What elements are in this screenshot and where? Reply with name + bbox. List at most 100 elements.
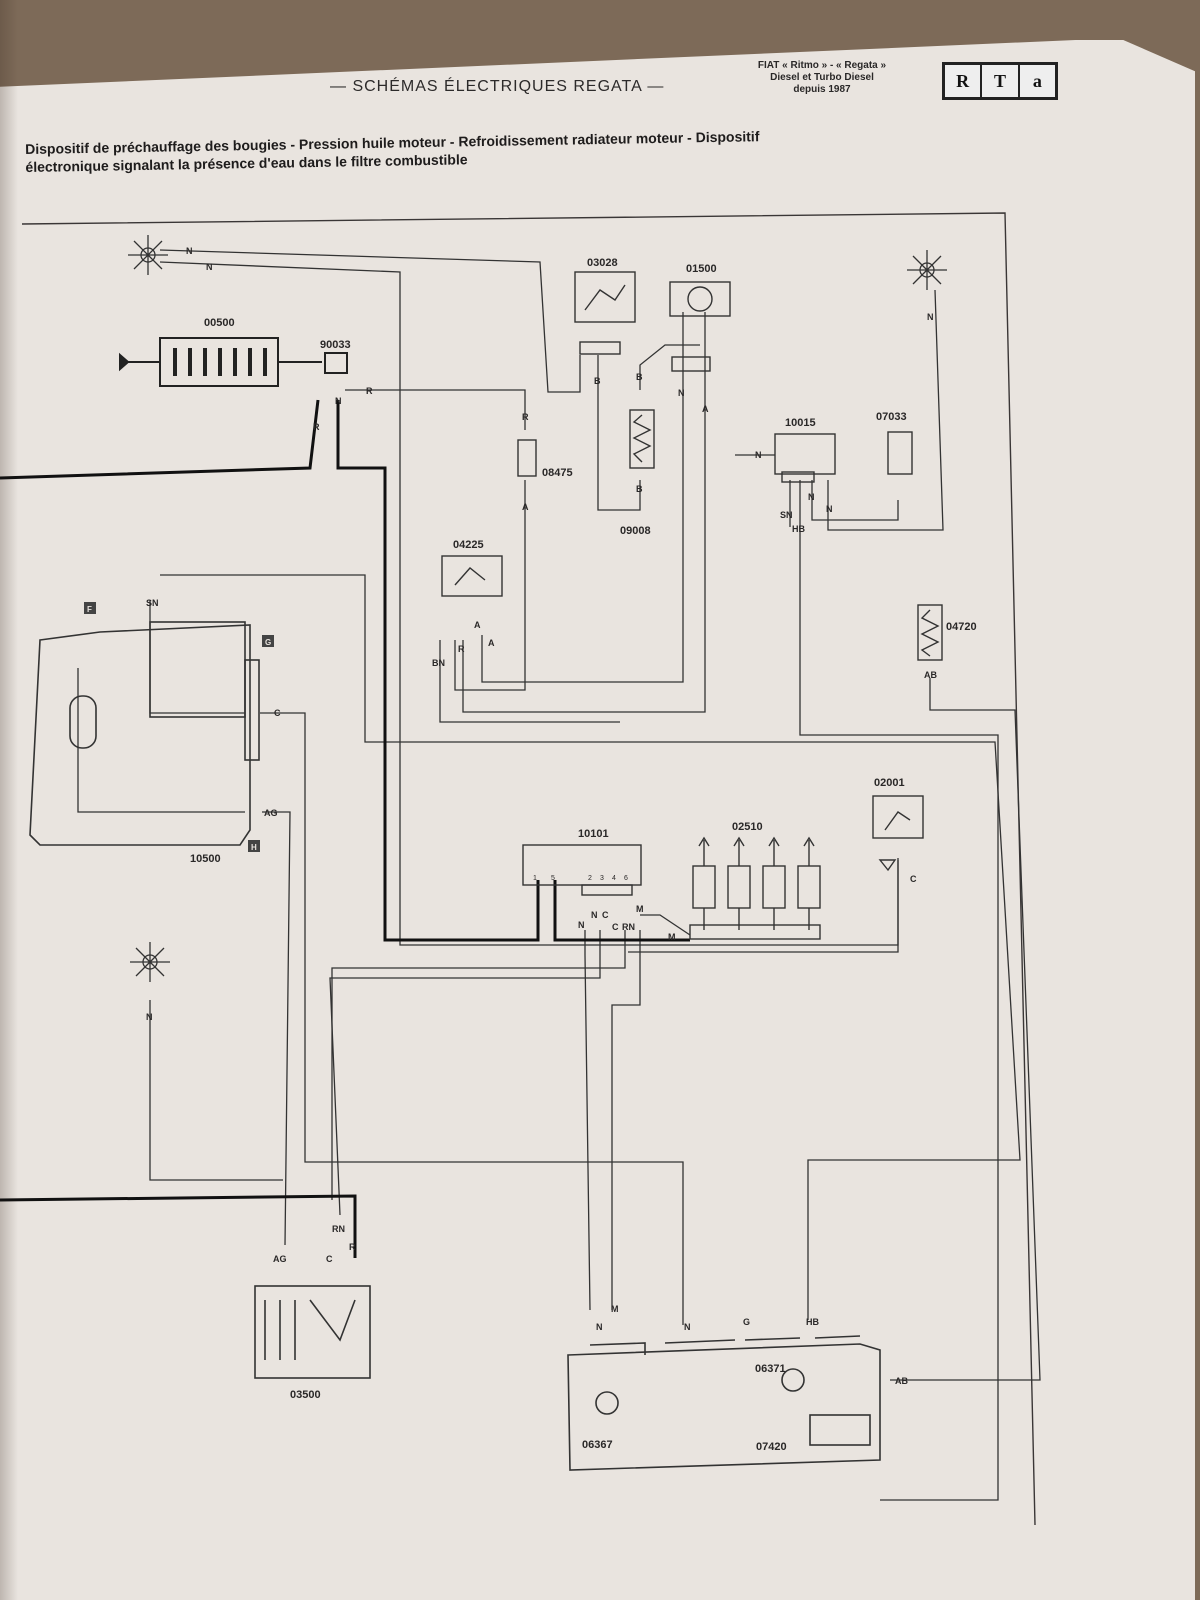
wire-label-c4: C (910, 874, 917, 884)
sensor-04720 (917, 604, 943, 661)
wire-label-c1: C (274, 708, 281, 718)
wire-label-m3: M (611, 1304, 619, 1314)
marker-letter-g: G (265, 638, 271, 647)
wire-label-m: N (335, 396, 342, 406)
wire-label-n1: N (186, 246, 193, 256)
marker-f (84, 602, 96, 614)
wire-label-b2: B (636, 372, 643, 382)
rta-logo-t: T (982, 65, 1020, 97)
pin-6: 6 (624, 875, 628, 882)
heavy-wires (0, 399, 690, 1258)
relay-04225 (441, 555, 503, 597)
wire-label-n12: N (684, 1322, 691, 1332)
resistor-09008 (629, 409, 655, 469)
label-10500: 10500 (190, 853, 221, 865)
wire-label-ab1: AB (924, 670, 937, 680)
marker-letters: F G H (87, 605, 271, 852)
wire-10500-c (260, 712, 684, 1325)
paper-page (0, 40, 1195, 1600)
wire-label-r1: R (366, 386, 373, 396)
marker-letter-f: F (87, 605, 92, 614)
wire-08475-04225 (454, 480, 526, 691)
wire-label-n9: N (591, 910, 598, 920)
wire-10101-rn (331, 930, 626, 1200)
diagram-frame (21, 212, 1036, 1526)
heavy-wire-to-10101 (336, 400, 540, 942)
battery-00500 (119, 337, 322, 387)
label-01500: 01500 (686, 263, 717, 275)
earth-bottom-left (130, 942, 170, 982)
wire-label-hb1: HB (792, 524, 805, 534)
wire-10015-hb (799, 480, 999, 1501)
wire-label-n10: N (146, 1012, 153, 1022)
label-04225: 04225 (453, 539, 484, 551)
label-90033: 90033 (320, 339, 351, 351)
wire-label-n6: N (826, 504, 833, 514)
motor-01500 (669, 281, 731, 372)
wire-04720-ab (890, 678, 1041, 1381)
earth-top-right (907, 250, 947, 290)
vehicle-info-line2: Diesel et Turbo Diesel (770, 72, 874, 83)
marker-letter-h: H (251, 843, 257, 852)
wire-label-a3: A (474, 620, 481, 630)
wire-label-r4: R (458, 644, 465, 654)
label-10015: 10015 (785, 417, 816, 429)
earth-top-left (128, 235, 168, 275)
label-08475: 08475 (542, 467, 573, 479)
pin-3: 3 (600, 875, 604, 882)
wire-10500-inner1 (77, 668, 245, 813)
label-06371: 06371 (755, 1363, 786, 1375)
wire-label-m2: M (668, 932, 676, 942)
wire-label-rn2: RN (332, 1224, 345, 1234)
wire-02001-c (628, 858, 899, 953)
wires (77, 249, 1041, 1501)
wire-01500-a (462, 312, 706, 713)
vehicle-info-line3: depuis 1987 (793, 84, 851, 95)
pin-labels-10101: 1 5 2 3 4 6 (533, 875, 628, 882)
wire-label-sn1: SN (780, 510, 793, 520)
wire-10101-c (329, 930, 601, 1216)
label-07420: 07420 (756, 1441, 787, 1453)
label-00500: 00500 (204, 317, 235, 329)
wire-top-n1 (159, 249, 581, 393)
wire-label-hb2: HB (806, 1317, 819, 1327)
switch-02001 (872, 795, 924, 872)
instrument-cluster (567, 1335, 881, 1471)
vehicle-info-line1: FIAT « Ritmo » - « Regata » (757, 60, 887, 71)
label-03028: 03028 (587, 257, 618, 269)
wire-label-b1: B (594, 376, 601, 386)
wire-label-g: G (743, 1317, 750, 1327)
heavy-wire-to-03500 (0, 1194, 357, 1258)
wire-90033-08475 (345, 389, 526, 430)
module-10015 (774, 433, 836, 483)
wire-earth-bl (149, 1000, 283, 1181)
connector-90033 (324, 352, 348, 374)
relay-07033 (887, 431, 913, 475)
wire-10015-07033 (811, 480, 899, 521)
wire-label-a1: A (522, 502, 529, 512)
label-03500: 03500 (290, 1389, 321, 1401)
switch-03028 (574, 271, 636, 355)
wire-label-bn: BN (432, 658, 445, 668)
wire-label-r2: R (313, 422, 320, 432)
wire-sn-loop (160, 574, 1021, 1320)
vehicle-info: FIAT « Ritmo » - « Regata » Diesel et Tu… (712, 60, 932, 96)
wire-10500-ag (262, 811, 291, 1246)
wire-label-n5: N (808, 492, 815, 502)
wire-label-m1: M (636, 904, 644, 914)
heavy-wire-battery-left (0, 399, 320, 480)
wire-label-b3: B (636, 484, 643, 494)
wire-03028-09008 (597, 355, 641, 511)
sensor-08475 (517, 439, 537, 477)
pin-4: 4 (612, 875, 616, 882)
wire-label-ag1: AG (264, 808, 278, 818)
wire-label-sn2: SN (146, 598, 159, 608)
wire-label-c2: C (602, 910, 609, 920)
wire-10101-to-02510 (640, 914, 691, 936)
wire-09008-01500 (639, 344, 700, 390)
wire-labels: N N R R N R A B B B N A N SN HB N N N AB… (146, 246, 937, 1386)
wire-10101-m (611, 930, 641, 1310)
wire-label-rn1: RN (622, 922, 635, 932)
marker-g (262, 635, 274, 647)
